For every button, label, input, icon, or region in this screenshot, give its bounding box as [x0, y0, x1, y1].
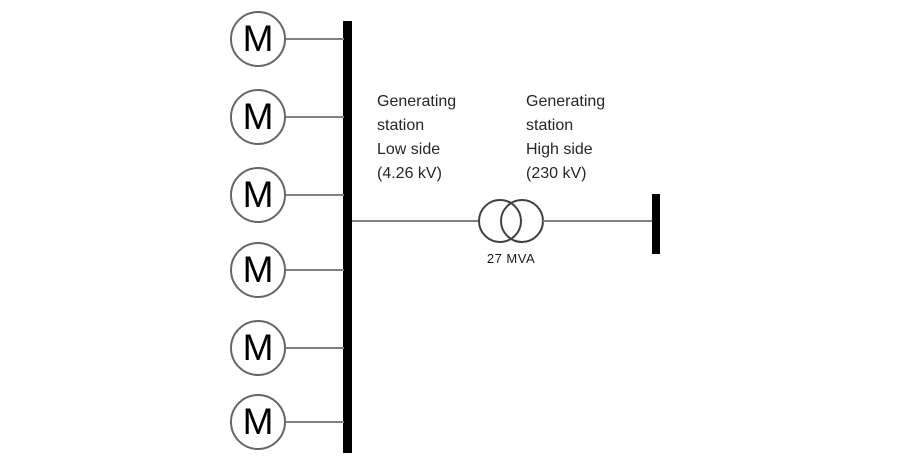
motor-symbol: M	[230, 394, 286, 450]
motor-label: M	[242, 400, 274, 442]
motor-unit: M	[230, 320, 350, 376]
high-side-label-line: station	[526, 117, 574, 134]
motor-label: M	[242, 248, 274, 290]
motor-label: M	[242, 95, 274, 137]
high-side-label-line: High side	[526, 141, 593, 158]
motor-label: M	[242, 326, 274, 368]
motor-symbol: M	[230, 11, 286, 67]
motor-label: M	[242, 173, 274, 215]
motor-feeder-line	[286, 194, 344, 196]
motor-symbol: M	[230, 89, 286, 145]
motor-feeder-line	[286, 38, 344, 40]
motor-unit: M	[230, 242, 350, 298]
low-side-station-label: Generating station Low side (4.26 kV)	[377, 90, 456, 186]
low-side-label-line: Generating	[377, 93, 457, 110]
motor-unit: M	[230, 89, 350, 145]
motor-feeder-line	[286, 421, 344, 423]
motor-unit: M	[230, 167, 350, 223]
motor-symbol: M	[230, 320, 286, 376]
transformer-secondary-winding-icon	[500, 199, 544, 243]
high-side-label-line: Generating	[526, 93, 606, 110]
low-side-label-line: station	[377, 117, 425, 134]
motor-symbol: M	[230, 167, 286, 223]
bus-to-transformer-line	[352, 220, 479, 222]
high-side-station-label: Generating station High side (230 kV)	[526, 90, 605, 186]
motor-symbol: M	[230, 242, 286, 298]
low-side-bus-bar	[343, 21, 352, 453]
motor-label: M	[242, 17, 274, 59]
motor-feeder-line	[286, 116, 344, 118]
low-side-label-line: (4.26 kV)	[377, 165, 442, 182]
low-side-label-line: Low side	[377, 141, 441, 158]
transformer-to-bus-line	[543, 220, 653, 222]
motor-unit: M	[230, 394, 350, 450]
high-side-label-line: (230 kV)	[526, 165, 587, 182]
motor-feeder-line	[286, 269, 344, 271]
motor-feeder-line	[286, 347, 344, 349]
motor-unit: M	[230, 11, 350, 67]
high-side-bus-bar	[652, 194, 660, 254]
transformer-rating-label: 27 MVA	[486, 251, 536, 266]
